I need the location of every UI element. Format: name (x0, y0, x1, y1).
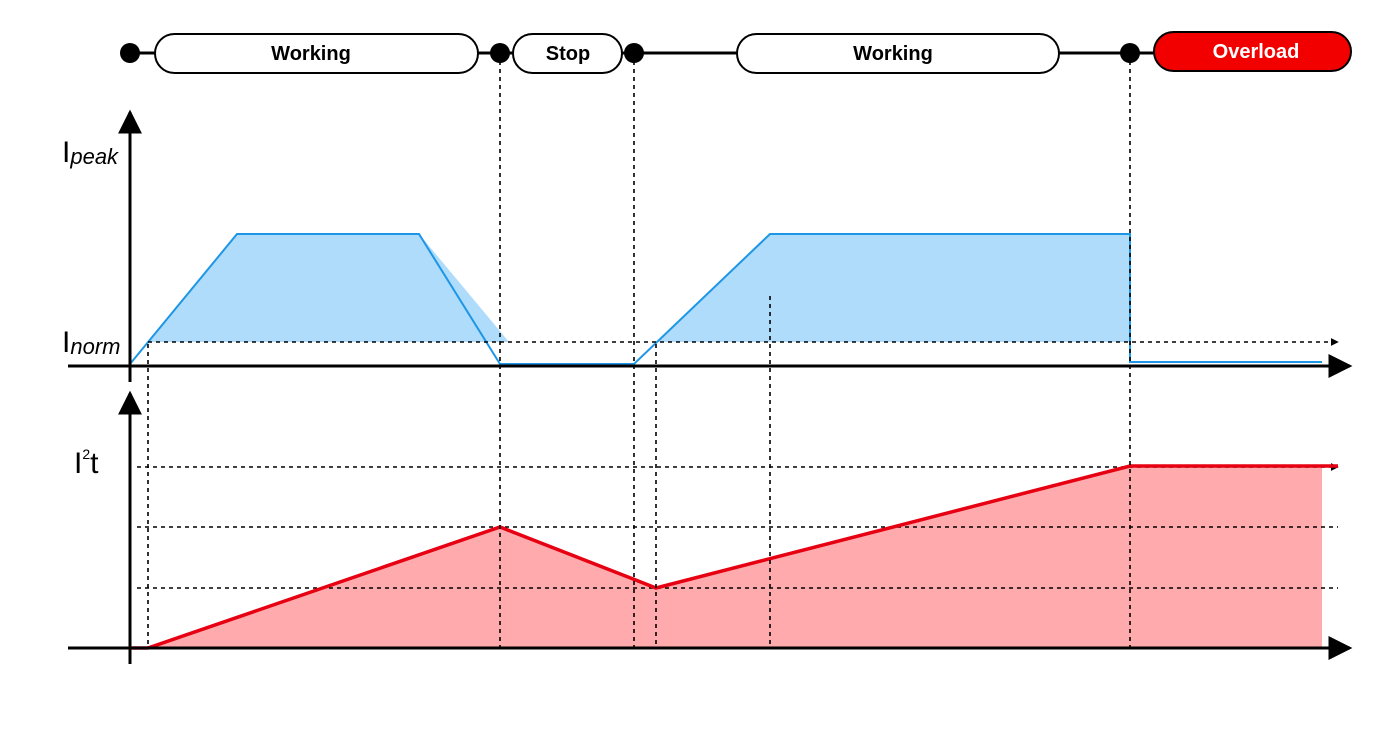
phase-working-1: Working (154, 33, 479, 74)
phase-overload: Overload (1153, 31, 1352, 72)
timeline: Working Stop Working Overload (120, 31, 1352, 74)
phase-label: Overload (1213, 41, 1300, 63)
current-chart: Ipeak Inorm (62, 109, 1353, 382)
transition-dot (120, 43, 140, 63)
i2t-chart: I2t (68, 390, 1353, 664)
phase-label: Working (853, 43, 933, 65)
phase-working-2: Working (736, 33, 1060, 74)
i2t-area (130, 466, 1322, 648)
phase-label: Stop (546, 43, 590, 65)
phase-stop: Stop (512, 33, 623, 74)
current-overload-area (148, 234, 509, 342)
time-guides (147, 53, 1131, 648)
current-overload-area (656, 234, 1130, 342)
current-y-label: Ipeak (62, 136, 119, 169)
inorm-label: Inorm (62, 326, 120, 359)
i2t-y-label: I2t (74, 446, 99, 480)
phase-label: Working (271, 43, 351, 65)
